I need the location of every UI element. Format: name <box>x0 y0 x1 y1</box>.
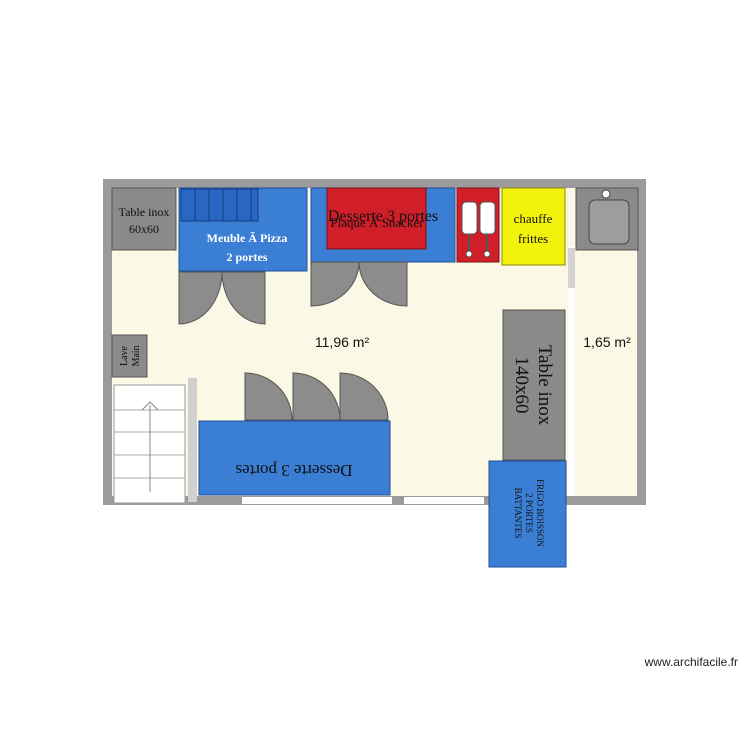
table-inox-small-line2: 60x60 <box>129 222 159 236</box>
watermark: www.archifacile.fr <box>644 655 738 669</box>
lave-main-line1: Lave <box>119 345 130 366</box>
frigo-boisson-line2: 2 PORTES <box>524 493 534 533</box>
chauffe-frittes-line1: chauffe <box>514 211 553 226</box>
doors-desserte-top <box>310 261 408 307</box>
table-inox-small-line1: Table inox <box>119 205 170 219</box>
staircase <box>113 384 186 504</box>
desserte-3-portes-bottom <box>198 420 391 496</box>
meuble-pizza-line1: Meuble Ã Pizza <box>207 231 288 245</box>
partition-stairs <box>188 378 197 502</box>
wall-left <box>103 179 112 505</box>
frigo-boisson-line1: FRIGO BOISSON <box>535 479 545 547</box>
partition-right <box>568 246 575 496</box>
plaque-snacker <box>326 187 427 250</box>
table-inox-large-line2: 140x60 <box>511 357 532 414</box>
frigo-boisson-line3: BATTANTES <box>513 488 523 539</box>
partition-right-stub <box>568 248 575 288</box>
desserte-bottom-label: Desserte 3 portes <box>235 461 352 480</box>
room-area-main: 11,96 m² <box>315 334 370 350</box>
table-inox-140x60 <box>502 309 566 461</box>
wall-right <box>637 179 646 505</box>
wall-top <box>103 179 646 188</box>
chauffe-frittes <box>501 187 566 266</box>
frigo-boisson <box>488 460 567 568</box>
window-bottom-1 <box>242 497 392 504</box>
evier <box>575 187 639 251</box>
doors-desserte-bottom <box>244 372 389 421</box>
table-inox-large-line1: Table inox <box>534 345 555 426</box>
desserte-top-label: Desserte 3 portes <box>328 208 438 225</box>
room-area-small: 1,65 m² <box>583 334 631 350</box>
chauffe-frittes-line2: frittes <box>518 231 548 246</box>
plaque-snack-label: Plaque Ã Snacker <box>330 215 424 230</box>
meuble-pizza-line2: 2 portes <box>227 250 268 264</box>
lave-main <box>111 334 148 378</box>
doors-meuble-pizza <box>178 271 266 325</box>
window-bottom-2 <box>404 497 484 504</box>
friteuse <box>456 187 500 263</box>
table-inox-60x60 <box>111 187 177 251</box>
meuble-pizza <box>178 187 308 272</box>
lave-main-line2: Main <box>131 345 142 366</box>
